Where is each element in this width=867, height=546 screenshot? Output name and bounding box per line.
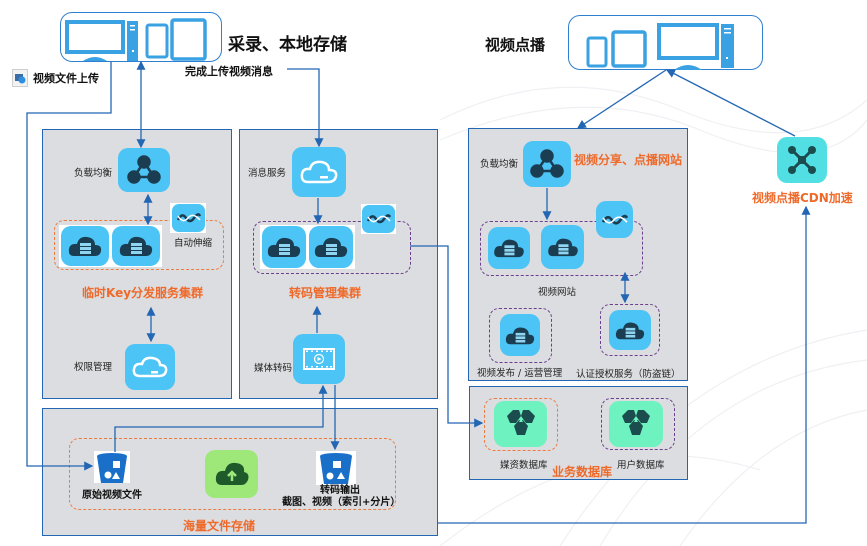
key-cluster-title: 临时Key分发服务集群 [82,286,204,300]
video-file-icon [12,69,28,87]
user-database-icon[interactable] [609,401,663,447]
devices-icon [586,23,734,70]
ecs-server-icon[interactable] [61,226,109,266]
ecs-server-icon[interactable] [262,226,306,268]
load-balancer-icon[interactable] [118,148,170,192]
auto-scaling-label: 自动伸缩 [174,238,213,249]
auto-scaling-icon[interactable] [172,204,205,232]
permission-cloud-icon[interactable] [125,344,175,390]
auth-service-label: 认证授权服务（防盗链） [576,369,681,380]
media-transcode-icon[interactable] [293,334,345,384]
transcode-output-detail-label: 截图、视频（索引+分片） [282,497,401,508]
playback-title: 视频点播 [485,36,546,54]
raw-video-label: 原始视频文件 [82,490,142,501]
load-balancer-icon[interactable] [523,141,571,187]
capture-devices-box [60,12,222,62]
auto-scaling-icon[interactable] [362,205,395,233]
cdn-icon[interactable] [777,137,827,183]
upload-complete-message-label: 完成上传视频消息 [185,65,273,78]
video-upload-label: 视频文件上传 [33,72,99,85]
publish-management-label: 视频发布 / 运营管理 [477,368,563,379]
video-site-title: 视频分享、点播网站 [574,153,683,167]
devices-icon [65,18,207,61]
raw-video-bucket-icon[interactable] [94,452,130,484]
ecs-server-icon[interactable] [541,225,584,269]
message-service-label: 消息服务 [248,168,287,179]
video-website-label: 视频网站 [538,287,577,298]
permission-management-label: 权限管理 [74,362,113,373]
business-db-title: 业务数据库 [552,465,613,479]
mass-storage-title: 海量文件存储 [183,519,256,533]
user-db-label: 用户数据库 [617,460,665,471]
publish-server-icon[interactable] [500,314,540,356]
ecs-server-icon[interactable] [309,226,353,268]
auto-scaling-icon[interactable] [596,201,633,238]
cdn-title: 视频点播CDN加速 [752,191,853,205]
site-load-balancer-label: 负载均衡 [480,159,519,170]
transcode-cluster-title: 转码管理集群 [289,286,362,300]
media-database-icon[interactable] [494,401,547,447]
transcode-output-bucket-icon[interactable] [317,452,355,485]
transcode-output-label: 转码输出 [320,485,360,496]
media-transcode-label: 媒体转码 [254,363,293,374]
ecs-server-icon[interactable] [488,227,530,269]
auth-server-icon[interactable] [609,310,651,350]
playback-devices-box [568,15,763,70]
media-db-label: 媒资数据库 [500,460,548,471]
message-service-cloud-icon[interactable] [292,147,346,197]
load-balancer-label: 负载均衡 [74,168,113,179]
capture-title: 采录、本地存储 [228,35,347,55]
oss-storage-icon[interactable] [205,450,258,498]
ecs-server-icon[interactable] [112,226,160,266]
